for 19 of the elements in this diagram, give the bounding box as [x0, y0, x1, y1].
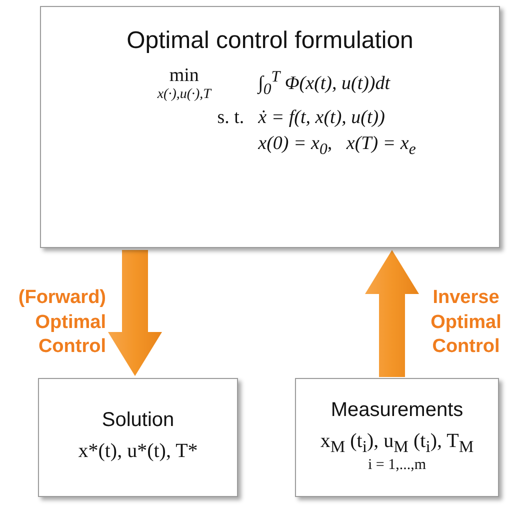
block-arrow	[108, 250, 162, 376]
result-box	[295, 378, 499, 497]
math-text: ẋ = f(t, x(t), u(t))	[258, 106, 386, 129]
math-text: x(·),u(·),T	[157, 86, 211, 103]
box-heading: Measurements	[330, 399, 464, 422]
edge-label: Inverse Optimal Control	[430, 286, 502, 360]
math-text: x(0) = x$_{0}$, x(T) = x$_{e}$	[258, 132, 416, 159]
block-arrow	[365, 250, 419, 377]
box-heading: Optimal control formulation	[126, 27, 414, 55]
math-text: i = 1,...,m	[368, 457, 426, 474]
math-text: s. t.	[217, 106, 244, 129]
edge-label: (Forward) Optimal Control	[17, 286, 106, 360]
math-text: x*(t), u*(t), T*	[78, 440, 198, 463]
result-box	[38, 378, 238, 497]
formulation-box	[40, 6, 500, 248]
math-text: min	[169, 65, 199, 87]
math-text: ∫$_{0}$$^{T}$ Φ(x(t), u(t))dt	[258, 68, 392, 100]
box-heading: Solution	[102, 409, 174, 432]
math-text: x$_{M}$ (t$_{i}$), u$_{M}$ (t$_{i}$), T$_{M}$	[320, 430, 474, 457]
